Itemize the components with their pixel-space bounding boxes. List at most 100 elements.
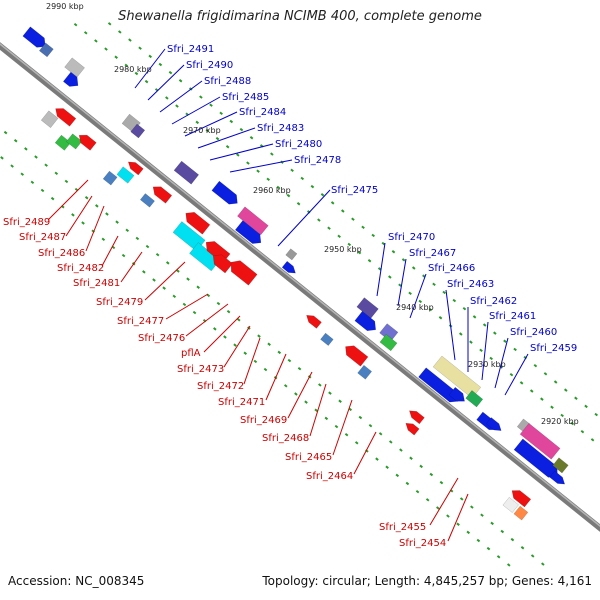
leader-line [147, 64, 185, 101]
leader-line [494, 337, 509, 389]
gene-label[interactable]: Sfri_2471 [218, 397, 265, 408]
scale-tick [519, 381, 524, 385]
leader-line [184, 111, 238, 137]
scale-tick [341, 209, 345, 213]
scale-tick [442, 290, 446, 295]
scale-tick [213, 327, 217, 331]
gene-label[interactable]: Sfri_2469 [240, 415, 287, 426]
gene-label[interactable]: Sfri_2472 [197, 381, 244, 392]
gene-label[interactable]: Sfri_2477 [117, 316, 164, 327]
scale-tick [439, 480, 444, 485]
gene-label[interactable]: Sfri_2461 [489, 311, 536, 322]
leader-line [120, 251, 143, 283]
scale-tick [529, 389, 534, 393]
gene-label[interactable]: Sfri_2481 [73, 278, 120, 289]
scale-tick [358, 415, 363, 420]
gene-label[interactable]: Sfri_2488 [204, 76, 251, 87]
scale-tick [144, 79, 149, 84]
leader-line [409, 273, 427, 319]
scale-tick [135, 236, 140, 241]
gene-label[interactable]: Sfri_2487 [19, 232, 66, 243]
scale-tick [436, 506, 440, 510]
leader-line [171, 96, 221, 125]
gene-label[interactable]: Sfri_2454 [399, 538, 446, 549]
leader-line [445, 289, 456, 361]
gene-label[interactable]: Sfri_2468 [262, 433, 309, 444]
leader-line [243, 337, 261, 385]
scale-tick [318, 383, 322, 387]
scale-tick [401, 258, 406, 262]
gene-label[interactable]: Sfri_2463 [447, 279, 494, 290]
gene-feature [211, 180, 238, 205]
scale-tick [338, 399, 342, 403]
gene-label[interactable]: Sfri_2475 [331, 185, 378, 196]
leader-line [481, 321, 489, 381]
gene-feature [379, 333, 398, 352]
leader-line [287, 371, 313, 419]
scale-tick [466, 530, 471, 535]
scale-tick [10, 164, 14, 168]
scale-tick [399, 448, 403, 452]
scale-tick [371, 233, 376, 238]
gene-label[interactable]: Sfri_2489 [3, 217, 50, 228]
scale-tick [175, 104, 179, 108]
gene-feature [549, 470, 566, 485]
genome-summary-text: Topology: circular; Length: 4,845,257 bp… [262, 574, 592, 588]
gene-label[interactable]: Sfri_2466 [428, 263, 475, 274]
scale-tick [178, 79, 183, 83]
gene-label[interactable]: Sfri_2485 [222, 92, 269, 103]
scale-tick [257, 334, 261, 338]
scale-tick [71, 213, 75, 217]
scale-tick [419, 464, 423, 469]
scale-tick [405, 481, 410, 486]
gene-label[interactable]: Sfri_2484 [239, 107, 286, 118]
gene-feature [230, 260, 258, 286]
gene-feature [237, 206, 269, 236]
scale-tick [570, 421, 575, 426]
scale-tick [148, 54, 153, 59]
gene-label[interactable]: Sfri_2478 [294, 155, 341, 166]
ruler-label: 2980 kbp [114, 65, 152, 74]
gene-label[interactable]: Sfri_2490 [186, 60, 233, 71]
scale-tick [276, 185, 281, 190]
scale-tick [391, 250, 396, 254]
gene-label[interactable]: Sfri_2482 [57, 263, 104, 274]
gene-label[interactable]: Sfri_2459 [530, 343, 577, 354]
gene-label[interactable]: Sfri_2476 [138, 333, 185, 344]
leader-line [265, 353, 287, 401]
gene-label[interactable]: Sfri_2467 [409, 248, 456, 259]
gene-label[interactable]: Sfri_2464 [306, 471, 353, 482]
scale-tick [530, 554, 535, 558]
accession-text: Accession: NC_008345 [8, 574, 145, 588]
gene-feature [485, 417, 502, 431]
scale-tick [388, 275, 392, 279]
gene-label[interactable]: Sfri_2462 [470, 296, 517, 307]
gene-label[interactable]: Sfri_2465 [285, 452, 332, 463]
scale-tick [300, 176, 305, 181]
scale-tick [155, 252, 160, 257]
scale-tick [470, 505, 474, 509]
gene-label[interactable]: Sfri_2455 [379, 522, 426, 533]
scale-tick [480, 513, 484, 517]
gene-label[interactable]: Sfri_2470 [388, 232, 435, 243]
scale-tick [344, 432, 349, 437]
gene-feature [519, 422, 561, 460]
gene-label[interactable]: Sfri_2473 [177, 364, 224, 375]
scale-tick [377, 267, 382, 271]
scale-tick [84, 196, 89, 200]
scale-tick [44, 163, 48, 167]
scale-tick [320, 193, 325, 197]
gene-label[interactable]: Sfri_2491 [167, 44, 214, 55]
scale-tick [223, 335, 227, 339]
scale-tick [563, 388, 568, 392]
scale-tick [509, 372, 514, 377]
gene-label[interactable]: Sfri_2486 [38, 248, 85, 259]
gene-label[interactable]: Sfri_2480 [275, 139, 322, 150]
gene-label[interactable]: pflA [181, 348, 201, 359]
scale-tick [361, 225, 365, 230]
gene-label[interactable]: Sfri_2483 [257, 123, 304, 134]
leader-line [203, 315, 241, 353]
gene-label[interactable]: Sfri_2479 [96, 297, 143, 308]
scale-tick [236, 153, 240, 157]
gene-label[interactable]: Sfri_2460 [510, 327, 557, 338]
